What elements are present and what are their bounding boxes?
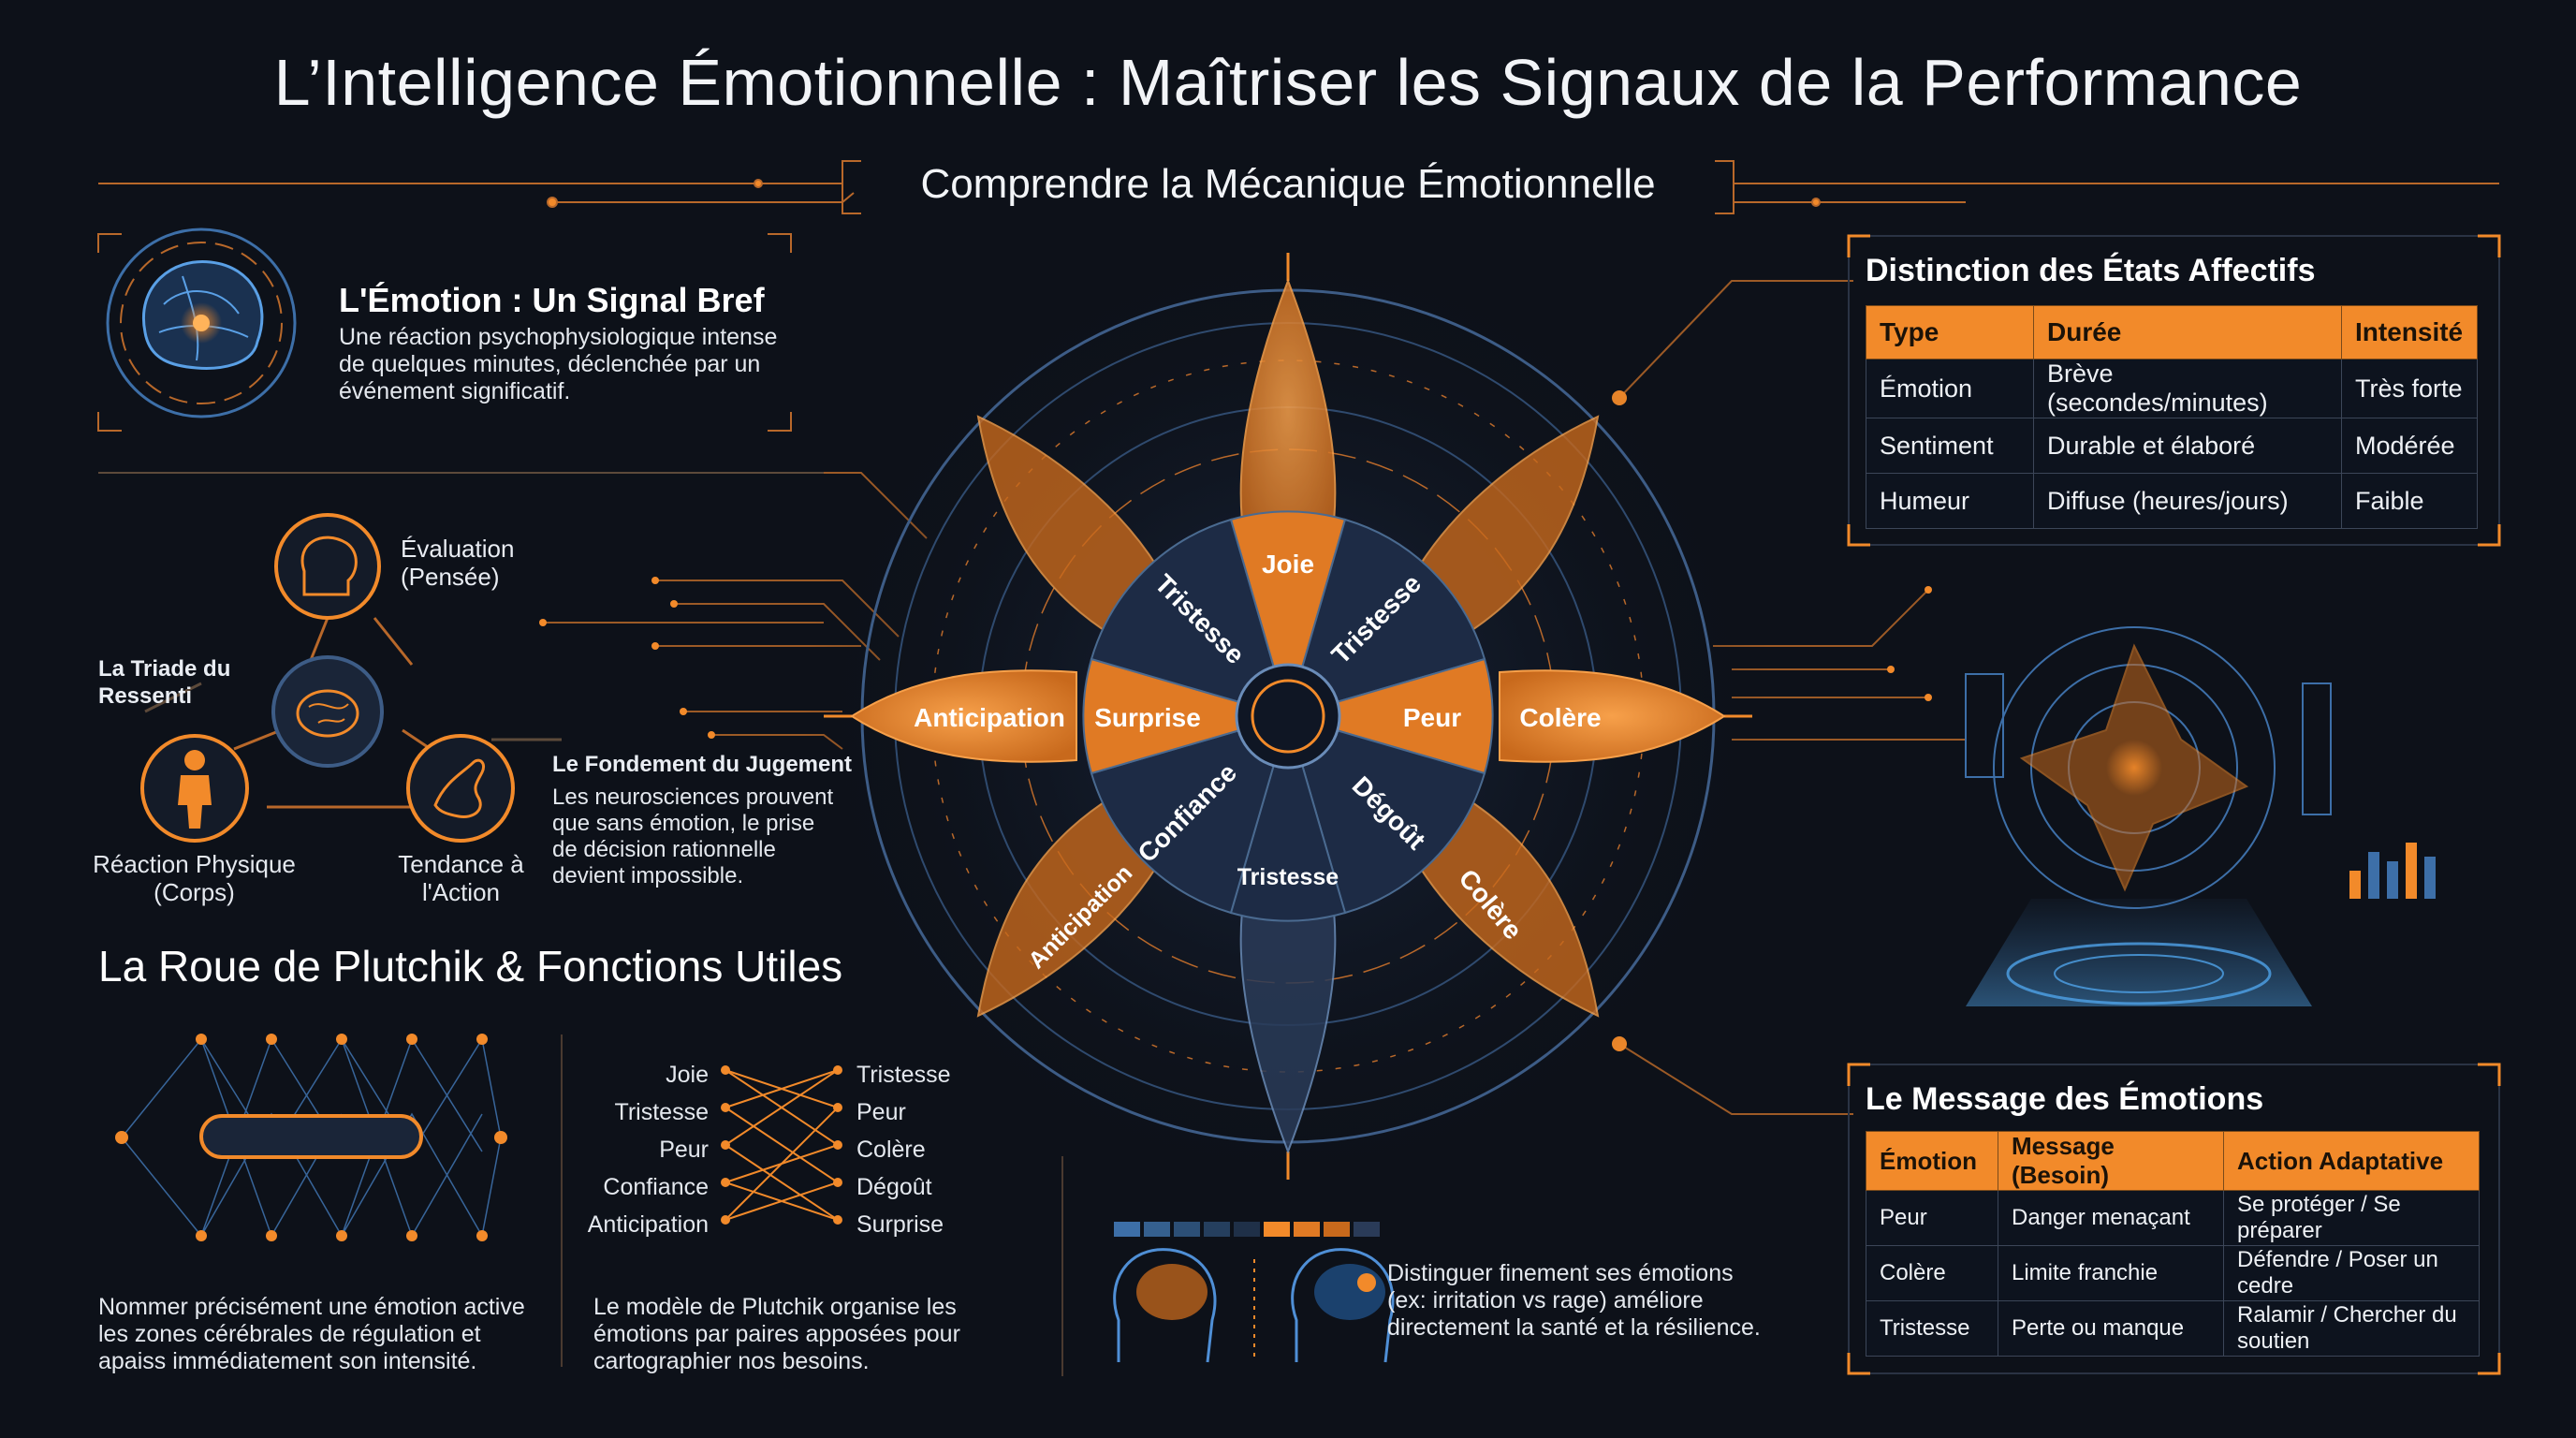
judgment-text: Les neurosciences prouvent que sans émot…: [552, 785, 834, 888]
wheel-label-surprise: Surprise: [1094, 703, 1201, 732]
message-table: Émotion Message (Besoin) Action Adaptati…: [1866, 1131, 2480, 1357]
wheel-label-colere-e: Colère: [1519, 703, 1601, 732]
table-frame-states: [1847, 234, 2501, 547]
naming-text: Nommer précisément une émotion active le…: [98, 1294, 525, 1374]
pairs-connectors: [724, 1069, 839, 1221]
table-header-row: Type Durée Intensité: [1866, 305, 2478, 360]
neural-core-bar: [199, 1114, 423, 1159]
list-item: Confiance: [603, 1174, 709, 1200]
wheel-label-anticipation-sw: Anticipation: [1023, 859, 1137, 974]
model-text: Le modèle de Plutchik organise les émoti…: [593, 1294, 960, 1374]
wheel-label-tristesse-s: Tristesse: [1237, 864, 1339, 890]
triad-diagram: [144, 617, 562, 809]
distinguish-text: Distinguer finement ses émotions (ex: ir…: [1387, 1260, 1761, 1341]
circuit-traces-right: [1618, 280, 1966, 1115]
wheel-outer-petals: [850, 278, 1726, 1154]
wheel-label-tristesse-nw: Tristesse: [1149, 568, 1251, 669]
wheel-label-tristesse-ne: Tristesse: [1325, 568, 1427, 669]
table-row: Émotion Brève (secondes/minutes) Très fo…: [1866, 359, 2478, 418]
list-item: Peur: [856, 1099, 906, 1125]
wheel-label-anticipation-w: Anticipation: [914, 703, 1065, 732]
wheel-label-joie: Joie: [1262, 550, 1314, 579]
header-decoration: [98, 160, 2499, 214]
table-row: Humeur Diffuse (heures/jours) Faible: [1866, 473, 2478, 529]
list-item: Colère: [856, 1137, 926, 1163]
page-title: L’Intelligence Émotionnelle : Maîtriser …: [273, 46, 2303, 119]
table-row: Sentiment Durable et élaboré Modérée: [1866, 418, 2478, 474]
plutchik-section-title: La Roue de Plutchik & Fonctions Utiles: [98, 942, 843, 990]
page-subtitle: Comprendre la Mécanique Émotionnelle: [920, 161, 1656, 207]
emotion-signal-text: Une réaction psychophysiologique intense…: [339, 324, 778, 404]
pairs-right-list: Tristesse Peur Colère Dégoût Surprise: [856, 1056, 950, 1243]
list-item: Peur: [659, 1137, 709, 1163]
brain-hologram-icon: [106, 227, 297, 418]
triad-nodes: [140, 513, 515, 843]
list-item: Joie: [666, 1062, 709, 1088]
emotion-signal-title: L'Émotion : Un Signal Bref: [339, 281, 765, 319]
wheel-label-degout: Dégoût: [1347, 770, 1431, 855]
table-header-row: Émotion Message (Besoin) Action Adaptati…: [1866, 1131, 2480, 1191]
wheel-label-confiance: Confiance: [1132, 757, 1242, 868]
list-item: Dégoût: [856, 1174, 932, 1200]
wheel-ticks: [824, 253, 1752, 1180]
table-row: Peur Danger menaçant Se protéger / Se pr…: [1866, 1190, 2480, 1246]
table-row: Colère Limite franchie Défendre / Poser …: [1866, 1245, 2480, 1301]
brain-panel-frame: [97, 233, 824, 474]
states-table: Type Durée Intensité Émotion Brève (seco…: [1866, 305, 2478, 529]
circuit-dots-left: [539, 577, 715, 739]
list-item: Tristesse: [856, 1062, 951, 1088]
table-frame-message: [1847, 1063, 2501, 1375]
emotion-scale-bar: [1114, 1222, 1380, 1237]
wheel-inner-segments: [1082, 510, 1494, 922]
judgment-title: Le Fondement du Jugement: [552, 752, 853, 777]
triad-physical-label: Réaction Physique (Corps): [93, 850, 296, 906]
message-table-title: Le Message des Émotions: [1866, 1081, 2264, 1117]
neural-network-nodes: [115, 1034, 507, 1241]
list-item: Tristesse: [614, 1099, 709, 1125]
pairs-left-list: Joie Tristesse Peur Confiance Anticipati…: [524, 1056, 709, 1243]
table-row: Tristesse Perte ou manque Ralamir / Cher…: [1866, 1300, 2480, 1357]
list-item: Anticipation: [587, 1211, 709, 1238]
wheel-label-colere-se: Colère: [1453, 864, 1528, 946]
pairs-dots: [721, 1065, 842, 1225]
hologram-radar-icon: [1965, 626, 2436, 1006]
triad-title: La Triade du Ressenti: [98, 656, 231, 709]
triad-tendency-label: Tendance à l'Action: [398, 850, 524, 906]
list-item: Surprise: [856, 1211, 944, 1238]
brain-heads-icon: [1113, 1248, 1395, 1363]
triad-evaluation-label: Évaluation (Pensée): [401, 535, 515, 591]
states-table-title: Distinction des États Affectifs: [1866, 253, 2316, 288]
wheel-label-peur: Peur: [1403, 703, 1461, 732]
